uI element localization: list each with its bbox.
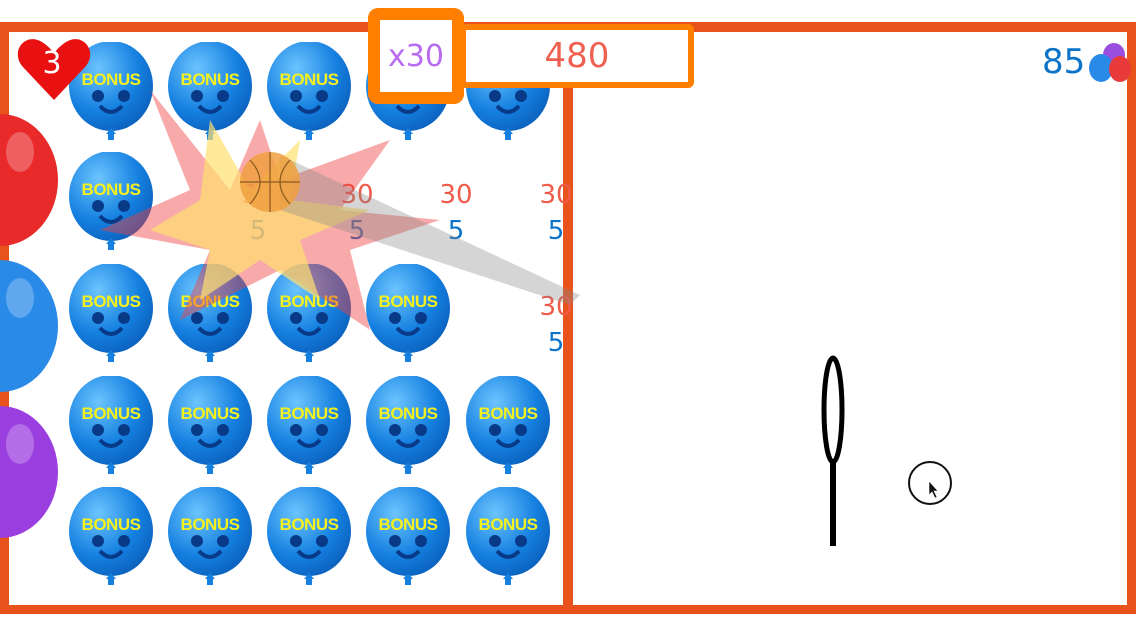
bonus-balloon[interactable]: BONUS xyxy=(68,41,154,142)
bonus-balloon[interactable]: BONUS xyxy=(68,263,154,364)
balloon-icon xyxy=(69,486,153,585)
balloon-icon xyxy=(267,263,351,362)
balloon-icon xyxy=(69,263,153,362)
cell-value: 5 xyxy=(348,216,366,246)
bonus-label: BONUS xyxy=(478,404,538,423)
heart-icon xyxy=(17,39,91,100)
ball-trail xyxy=(280,155,580,305)
lives-count: 3 xyxy=(42,46,62,81)
score-box: 480 xyxy=(460,24,694,88)
cell-value: 5 xyxy=(447,216,465,246)
bonus-label: BONUS xyxy=(180,70,240,89)
balloon-icon xyxy=(366,263,450,362)
bonus-balloon[interactable]: BONUS xyxy=(266,263,352,364)
lives-heart: 3 xyxy=(16,36,92,102)
bonus-label: BONUS xyxy=(378,404,438,423)
balloon-icon xyxy=(267,41,351,140)
bonus-balloon[interactable]: BONUS xyxy=(465,375,551,476)
balloons-left-count: 85 xyxy=(1042,42,1086,82)
balloon-icon xyxy=(466,375,550,474)
cell-points: 30 xyxy=(439,180,473,210)
bonus-balloon[interactable]: BONUS xyxy=(68,151,154,252)
cell-value: 5 xyxy=(547,216,565,246)
cell-points: 30 xyxy=(539,292,573,322)
red-side-balloon[interactable] xyxy=(0,112,60,252)
balloon-icon xyxy=(466,486,550,585)
bonus-label: BONUS xyxy=(378,515,438,534)
cell-value: 5 xyxy=(547,328,565,358)
bonus-balloon[interactable]: BONUS xyxy=(365,263,451,364)
bonus-label: BONUS xyxy=(279,515,339,534)
bonus-label: BONUS xyxy=(81,292,141,311)
bonus-label: BONUS xyxy=(81,515,141,534)
bonus-balloon[interactable]: BONUS xyxy=(365,375,451,476)
bonus-label: BONUS xyxy=(279,404,339,423)
bonus-label: BONUS xyxy=(279,70,339,89)
blue-side-balloon[interactable] xyxy=(0,258,60,398)
bonus-label: BONUS xyxy=(180,515,240,534)
cell-points: 30 xyxy=(340,180,374,210)
purple-side-balloon[interactable] xyxy=(0,404,60,544)
bonus-label: BONUS xyxy=(180,292,240,311)
balloon-icon xyxy=(69,41,153,140)
balloon-icon xyxy=(168,486,252,585)
bonus-balloon[interactable]: BONUS xyxy=(68,375,154,476)
bonus-label: BONUS xyxy=(81,404,141,423)
bonus-label: BONUS xyxy=(180,404,240,423)
balloon-icon xyxy=(168,263,252,362)
panel-divider xyxy=(563,22,573,614)
bonus-label: BONUS xyxy=(279,292,339,311)
cell-points: 30 xyxy=(539,180,573,210)
bonus-balloon[interactable]: BONUS xyxy=(167,486,253,587)
bonus-balloon[interactable]: BONUS xyxy=(167,41,253,142)
bonus-balloon[interactable]: BONUS xyxy=(465,486,551,587)
bonus-balloon[interactable]: BONUS xyxy=(365,486,451,587)
balloon-icon xyxy=(366,375,450,474)
balloons-icon xyxy=(1089,43,1131,82)
bonus-balloon[interactable]: BONUS xyxy=(68,486,154,587)
bonus-label: BONUS xyxy=(478,515,538,534)
balloon-icon xyxy=(69,151,153,250)
bonus-balloon[interactable]: BONUS xyxy=(266,41,352,142)
bonus-label: BONUS xyxy=(81,180,141,199)
balloon-icon xyxy=(168,375,252,474)
balloon-icon xyxy=(267,486,351,585)
balloon-icon xyxy=(366,486,450,585)
aim-cursor[interactable] xyxy=(906,460,954,508)
bonus-balloon[interactable]: BONUS xyxy=(167,375,253,476)
explosion-effect xyxy=(100,90,580,330)
multiplier-box: x30 xyxy=(368,8,464,104)
bonus-label: BONUS xyxy=(378,292,438,311)
balloon-icon xyxy=(267,375,351,474)
balloon-icon xyxy=(69,375,153,474)
bonus-balloon[interactable]: BONUS xyxy=(266,375,352,476)
slingshot[interactable] xyxy=(815,352,855,552)
bonus-balloon[interactable]: BONUS xyxy=(167,263,253,364)
bonus-balloon[interactable]: BONUS xyxy=(266,486,352,587)
bonus-label: BONUS xyxy=(81,70,141,89)
